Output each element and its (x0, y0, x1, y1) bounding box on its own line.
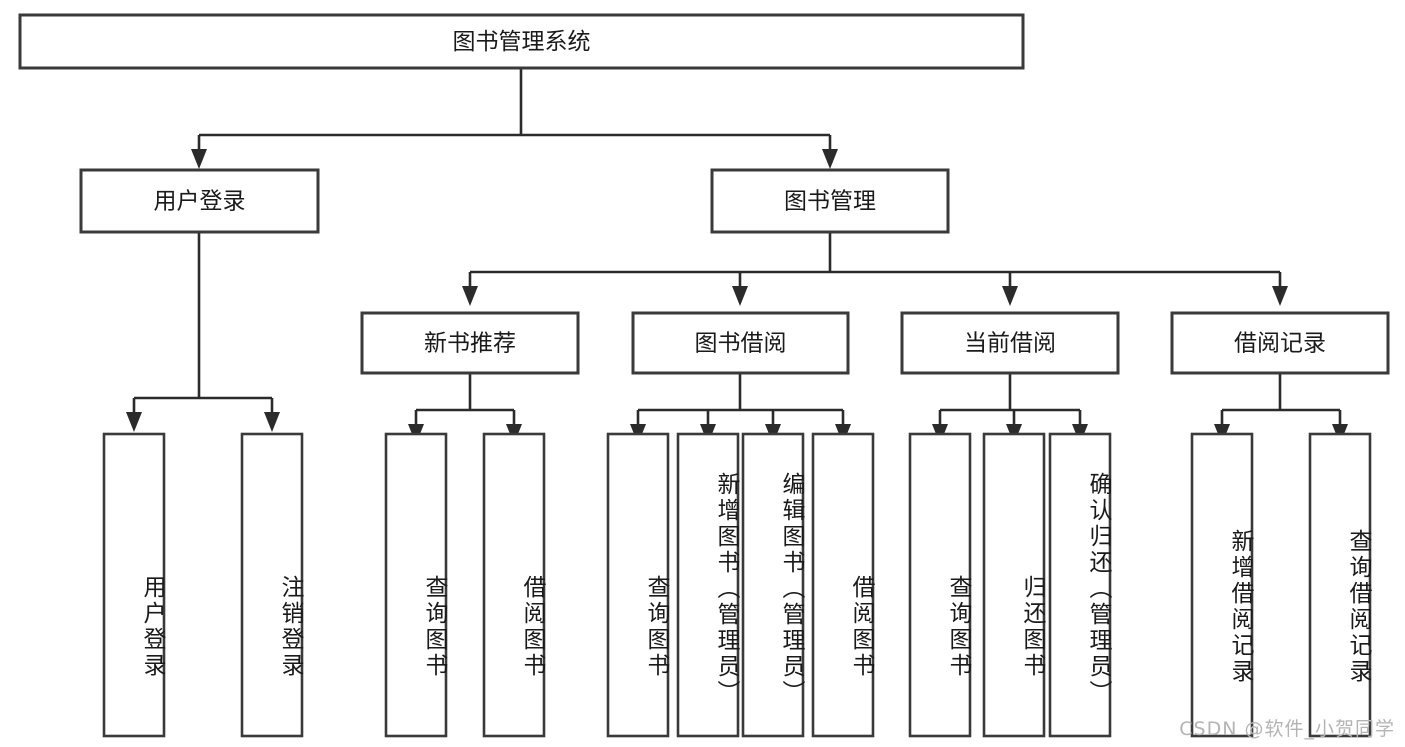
node-new-book-recommend-label: 新书推荐 (424, 331, 516, 357)
node-leaf-return-book[interactable] (982, 432, 1046, 738)
node-leaf-borrow-book-2-rect (811, 432, 875, 738)
node-new-book-recommend-rect (360, 311, 580, 375)
watermark-label: CSDN @软件_小贺同学 (1179, 718, 1395, 740)
node-leaf-borrow-book-1-rect (482, 432, 546, 738)
node-leaf-borrow-book-2[interactable] (811, 432, 875, 738)
node-leaf-add-borrow-record-rect (1190, 432, 1254, 738)
node-leaf-query-book-1[interactable] (384, 432, 448, 738)
arrow-head-icon (732, 286, 748, 306)
node-book-manage[interactable]: 图书管理 (710, 168, 950, 234)
node-leaf-add-book-admin[interactable] (676, 432, 740, 738)
node-leaf-confirm-return-admin-rect (1048, 432, 1112, 738)
node-leaf-add-book-admin-rect (676, 432, 740, 738)
node-book-manage-rect (710, 168, 950, 234)
connectors-layer (126, 68, 1348, 444)
node-leaf-confirm-return-admin[interactable] (1048, 432, 1112, 738)
node-leaf-return-book-rect (982, 432, 1046, 738)
node-leaf-user-login-rect (102, 432, 166, 738)
node-leaf-query-borrow-record[interactable] (1308, 432, 1372, 738)
node-new-book-recommend[interactable]: 新书推荐 (360, 311, 580, 375)
node-leaf-add-borrow-record[interactable] (1190, 432, 1254, 738)
node-borrow-record-label: 借阅记录 (1234, 331, 1326, 357)
node-leaf-logout-rect (240, 432, 304, 738)
node-leaf-edit-book-admin-rect (741, 432, 805, 738)
node-root-rect (18, 13, 1025, 70)
node-leaf-query-book-2[interactable] (606, 432, 670, 738)
node-leaf-query-book-3-rect (908, 432, 972, 738)
node-book-manage-label: 图书管理 (784, 189, 876, 215)
node-book-borrow-label: 图书借阅 (695, 331, 787, 357)
arrow-head-icon (1272, 286, 1288, 306)
node-leaf-query-book-2-rect (606, 432, 670, 738)
node-leaf-user-login[interactable] (102, 432, 166, 738)
arrow-head-icon (191, 149, 207, 169)
node-leaf-edit-book-admin[interactable] (741, 432, 805, 738)
node-leaf-borrow-book-1[interactable] (482, 432, 546, 738)
node-leaf-query-borrow-record-rect (1308, 432, 1372, 738)
node-current-borrow[interactable]: 当前借阅 (900, 311, 1120, 375)
node-root[interactable]: 图书管理系统 (18, 13, 1025, 70)
arrow-head-icon (822, 149, 838, 169)
node-current-borrow-label: 当前借阅 (964, 331, 1056, 357)
node-user-login-rect (79, 168, 320, 234)
node-borrow-record-rect (1170, 311, 1390, 375)
node-root-label: 图书管理系统 (453, 29, 591, 55)
node-book-borrow[interactable]: 图书借阅 (631, 311, 850, 375)
node-user-login-label: 用户登录 (154, 189, 246, 215)
node-borrow-record[interactable]: 借阅记录 (1170, 311, 1390, 375)
node-leaf-logout[interactable] (240, 432, 304, 738)
arrow-head-icon (264, 412, 280, 432)
node-book-borrow-rect (631, 311, 850, 375)
node-user-login[interactable]: 用户登录 (79, 168, 320, 234)
arrow-head-icon (126, 412, 142, 432)
node-leaf-query-book-3[interactable] (908, 432, 972, 738)
arrow-head-icon (1002, 286, 1018, 306)
arrow-head-icon (462, 286, 478, 306)
node-current-borrow-rect (900, 311, 1120, 375)
node-leaf-query-book-1-rect (384, 432, 448, 738)
